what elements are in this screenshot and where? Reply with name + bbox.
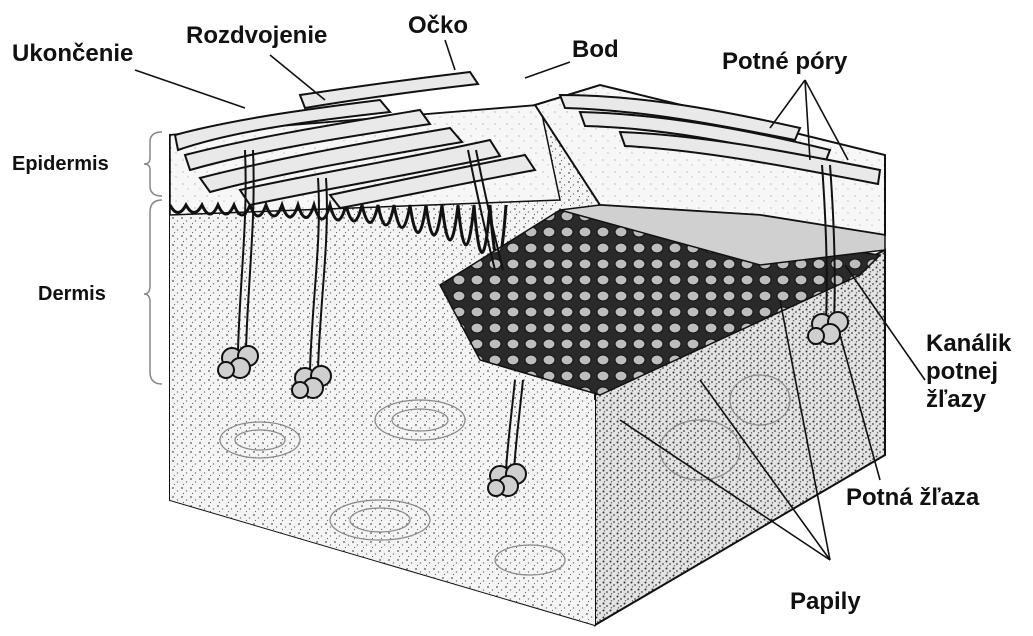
label-duct-line3: žľazy <box>926 386 1011 414</box>
label-papillae: Papily <box>790 588 861 616</box>
leader-dot <box>525 62 570 78</box>
label-dot: Bod <box>572 36 619 64</box>
label-duct: Kanálik potnej žľazy <box>926 330 1011 414</box>
label-ending: Ukončenie <box>12 40 133 68</box>
label-dermis: Dermis <box>38 282 106 306</box>
label-sweat-gland: Potná žľaza <box>846 484 979 512</box>
label-duct-line1: Kanálik <box>926 330 1011 358</box>
label-sweat-pores: Potné póry <box>722 48 847 76</box>
label-eye: Očko <box>408 12 468 40</box>
leader-pores-1 <box>770 80 805 128</box>
dermis-bracket <box>144 200 162 384</box>
leader-ending <box>135 70 245 108</box>
epidermis-bracket <box>144 132 162 196</box>
leader-eye <box>445 40 455 70</box>
label-bifurcation: Rozdvojenie <box>186 22 327 50</box>
label-duct-line2: potnej <box>926 358 1011 386</box>
label-epidermis: Epidermis <box>12 152 109 176</box>
leader-bifurcation <box>270 55 325 100</box>
